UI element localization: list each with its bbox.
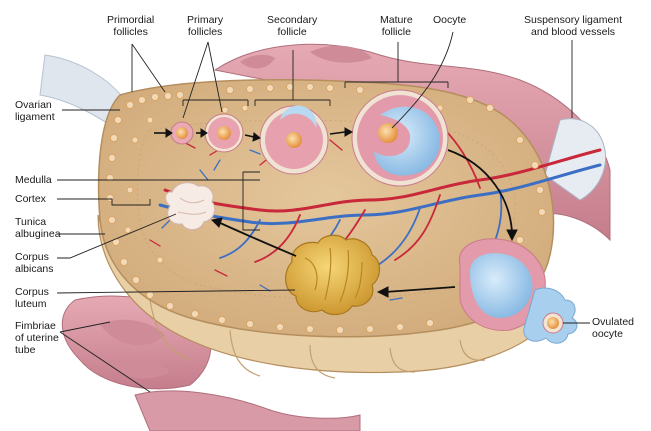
mature-follicle [351, 89, 449, 187]
label-secondary-line1: Secondary [267, 14, 318, 26]
label-medulla: Medulla [15, 174, 52, 186]
label-tunica-albuginea: Tunica albuginea [15, 216, 61, 240]
label-ovulated-line2: oocyte [592, 328, 623, 340]
label-primordial-line2: follicles [113, 26, 148, 38]
label-primary-follicles: Primary follicles [187, 14, 223, 38]
label-ovulated-oocyte: Ovulated oocyte [592, 316, 634, 340]
corpus-albicans-shape [164, 182, 216, 231]
label-secondary-line2: follicle [277, 26, 307, 38]
medulla-boundary [137, 119, 516, 300]
label-primordial-line1: Primordial [107, 14, 155, 26]
label-ovarian-line1: Ovarian [15, 99, 52, 111]
label-luteum-line2: luteum [15, 298, 47, 310]
development-arrows [154, 127, 518, 298]
label-mature-follicle: Mature follicle [380, 14, 413, 38]
label-albicans-line2: albicans [15, 263, 54, 275]
label-suspensory-line1: Suspensory ligament [524, 14, 623, 26]
label-cortex: Cortex [15, 193, 46, 205]
label-oocyte: Oocyte [433, 14, 467, 26]
label-tunica-line2: albuginea [15, 228, 61, 240]
suspensory-ligament-shape [544, 118, 607, 201]
label-suspensory-ligament: Suspensory ligament and blood vessels [524, 14, 622, 38]
label-primary-line2: follicles [187, 26, 223, 38]
label-tunica-line1: Tunica [15, 216, 47, 228]
label-suspensory-line2: and blood vessels [531, 26, 616, 38]
label-mature-line1: Mature [380, 14, 413, 26]
ovulated-oocyte-shape [542, 312, 564, 334]
label-secondary-follicle: Secondary follicle [267, 14, 317, 38]
primary-follicle-1 [170, 121, 194, 145]
label-ovarian-line2: ligament [15, 111, 55, 123]
label-fimbriae-line1: Fimbriae [15, 320, 56, 332]
label-albicans-line1: Corpus [15, 251, 49, 263]
primary-follicle-2 [204, 113, 244, 153]
label-fimbriae-line2: of uterine [15, 332, 59, 344]
label-luteum-line1: Corpus [15, 286, 49, 298]
label-ovulated-line1: Ovulated [592, 316, 635, 328]
secondary-follicle [259, 105, 329, 175]
corpus-luteum-shape [285, 234, 381, 316]
label-primordial-follicles: Primordial follicles [107, 14, 154, 38]
label-fimbriae: Fimbriae of uterine tube [15, 320, 59, 356]
label-mature-line2: follicle [381, 26, 411, 38]
label-corpus-albicans: Corpus albicans [15, 251, 54, 275]
label-fimbriae-line3: tube [15, 344, 36, 356]
leader-lines [56, 31, 590, 393]
label-primary-line1: Primary [187, 14, 224, 26]
primordial-follicles-dots [106, 83, 546, 334]
label-ovarian-ligament: Ovarian ligament [15, 99, 55, 123]
ruptured-follicle [458, 238, 578, 344]
label-corpus-luteum: Corpus luteum [15, 286, 49, 310]
